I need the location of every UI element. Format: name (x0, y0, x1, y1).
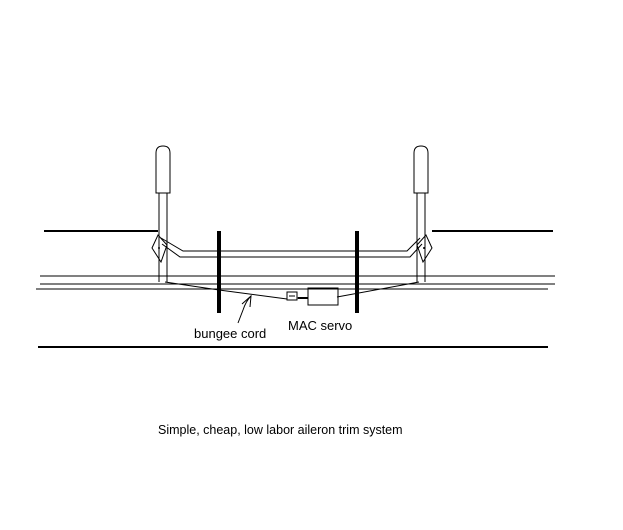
left-bellcrank (151, 234, 168, 264)
bungee-cord-label: bungee cord (194, 326, 267, 341)
bungee-cord (164, 281, 288, 300)
right-bellcrank (416, 234, 433, 264)
right-control-stick (413, 145, 429, 282)
servo-label: MAC servo (288, 318, 353, 333)
left-control-stick (155, 145, 171, 282)
servo-arm (286, 291, 308, 301)
structure-lines (36, 230, 555, 348)
leader-arrow (237, 294, 252, 324)
caption: Simple, cheap, low labor aileron trim sy… (158, 423, 403, 437)
servo-body (307, 287, 339, 306)
pushrod (160, 237, 423, 258)
servo-line (336, 281, 420, 298)
